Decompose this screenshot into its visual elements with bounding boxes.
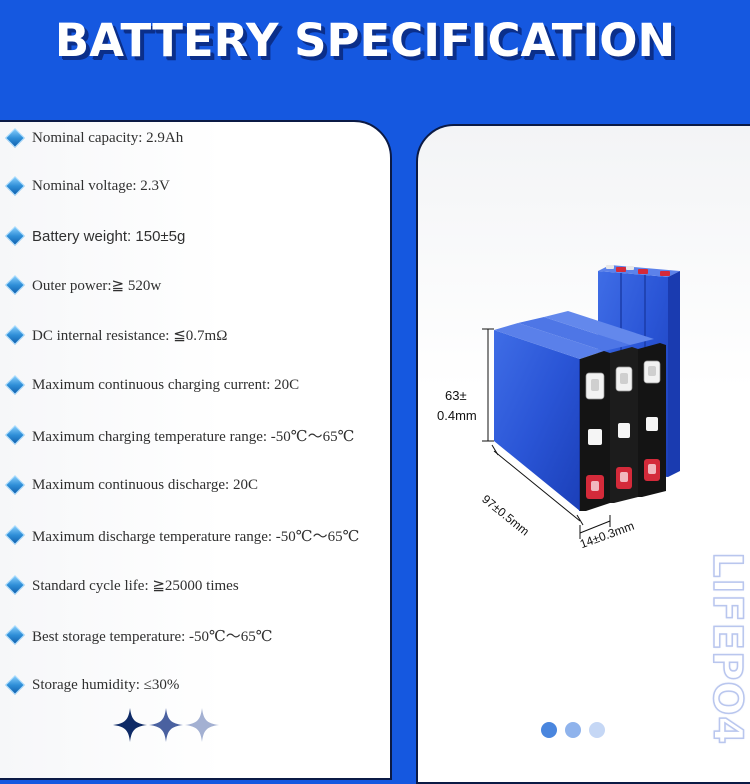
spec-text: Best storage temperature: -50℃～65℃	[32, 628, 273, 645]
spec-item-outer-power: Outer power:≧ 520w	[5, 273, 162, 297]
diamond-bullet-icon	[5, 425, 25, 445]
diamond-bullet-icon	[5, 325, 25, 345]
diamond-bullet-icon	[5, 475, 25, 495]
diamond-bullet-icon	[5, 275, 25, 295]
spec-item-max-charging-current: Maximum continuous charging current: 20C	[5, 373, 300, 397]
diamond-bullet-icon	[5, 226, 25, 246]
diamond-bullet-icon	[5, 675, 25, 695]
diamond-bullet-icon	[5, 375, 25, 395]
spec-text: Maximum continuous charging current: 20C	[32, 376, 300, 393]
diamond-bullet-icon	[5, 575, 25, 595]
spec-text: DC internal resistance: ≦0.7mΩ	[32, 327, 228, 344]
spec-item-discharge-temp-range: Maximum discharge temperature range: -50…	[5, 523, 360, 547]
height-dimension-label-top: 63±	[445, 388, 467, 403]
carousel-dot[interactable]	[541, 722, 557, 738]
spec-item-dc-internal-resistance: DC internal resistance: ≦0.7mΩ	[5, 323, 228, 347]
diamond-bullet-icon	[5, 525, 25, 545]
spec-item-nominal-voltage: Nominal voltage: 2.3V	[5, 174, 170, 198]
spec-item-charging-temp-range: Maximum charging temperature range: -50℃…	[5, 423, 355, 447]
spec-item-storage-humidity: Storage humidity: ≤30%	[5, 673, 180, 697]
diamond-bullet-icon	[5, 176, 25, 196]
spec-text: Nominal voltage: 2.3V	[32, 177, 170, 194]
carousel-dot[interactable]	[589, 722, 605, 738]
height-dimension-label-bottom: 0.4mm	[437, 408, 477, 423]
page-title: BATTERY SPECIFICATION	[54, 14, 676, 67]
spec-text: Nominal capacity: 2.9Ah	[32, 129, 184, 146]
sparkle-star-icon	[113, 708, 147, 742]
spec-item-storage-temp: Best storage temperature: -50℃～65℃	[5, 623, 273, 647]
star-decoration	[113, 708, 219, 742]
carousel-dot[interactable]	[565, 722, 581, 738]
spec-text: Battery weight: 150±5g	[32, 227, 186, 245]
spec-text: Outer power:≧ 520w	[32, 277, 162, 294]
spec-item-cycle-life: Standard cycle life: ≧25000 times	[5, 573, 239, 597]
sparkle-star-icon	[185, 708, 219, 742]
lifepo4-side-label: LIFEPO4	[703, 551, 750, 746]
sparkle-star-icon	[149, 708, 183, 742]
spec-item-battery-weight: Battery weight: 150±5g	[5, 224, 186, 248]
battery-cells-image	[482, 265, 680, 539]
diamond-bullet-icon	[5, 625, 25, 645]
spec-text: Maximum charging temperature range: -50℃…	[32, 428, 355, 445]
spec-panel	[0, 120, 392, 780]
carousel-indicator	[541, 722, 605, 738]
spec-text: Storage humidity: ≤30%	[32, 676, 180, 693]
spec-text: Maximum discharge temperature range: -50…	[32, 528, 360, 545]
spec-item-max-continuous-discharge: Maximum continuous discharge: 20C	[5, 473, 258, 497]
spec-text: Maximum continuous discharge: 20C	[32, 476, 258, 493]
spec-item-nominal-capacity: Nominal capacity: 2.9Ah	[5, 126, 184, 150]
diamond-bullet-icon	[5, 128, 25, 148]
spec-text: Standard cycle life: ≧25000 times	[32, 577, 239, 594]
